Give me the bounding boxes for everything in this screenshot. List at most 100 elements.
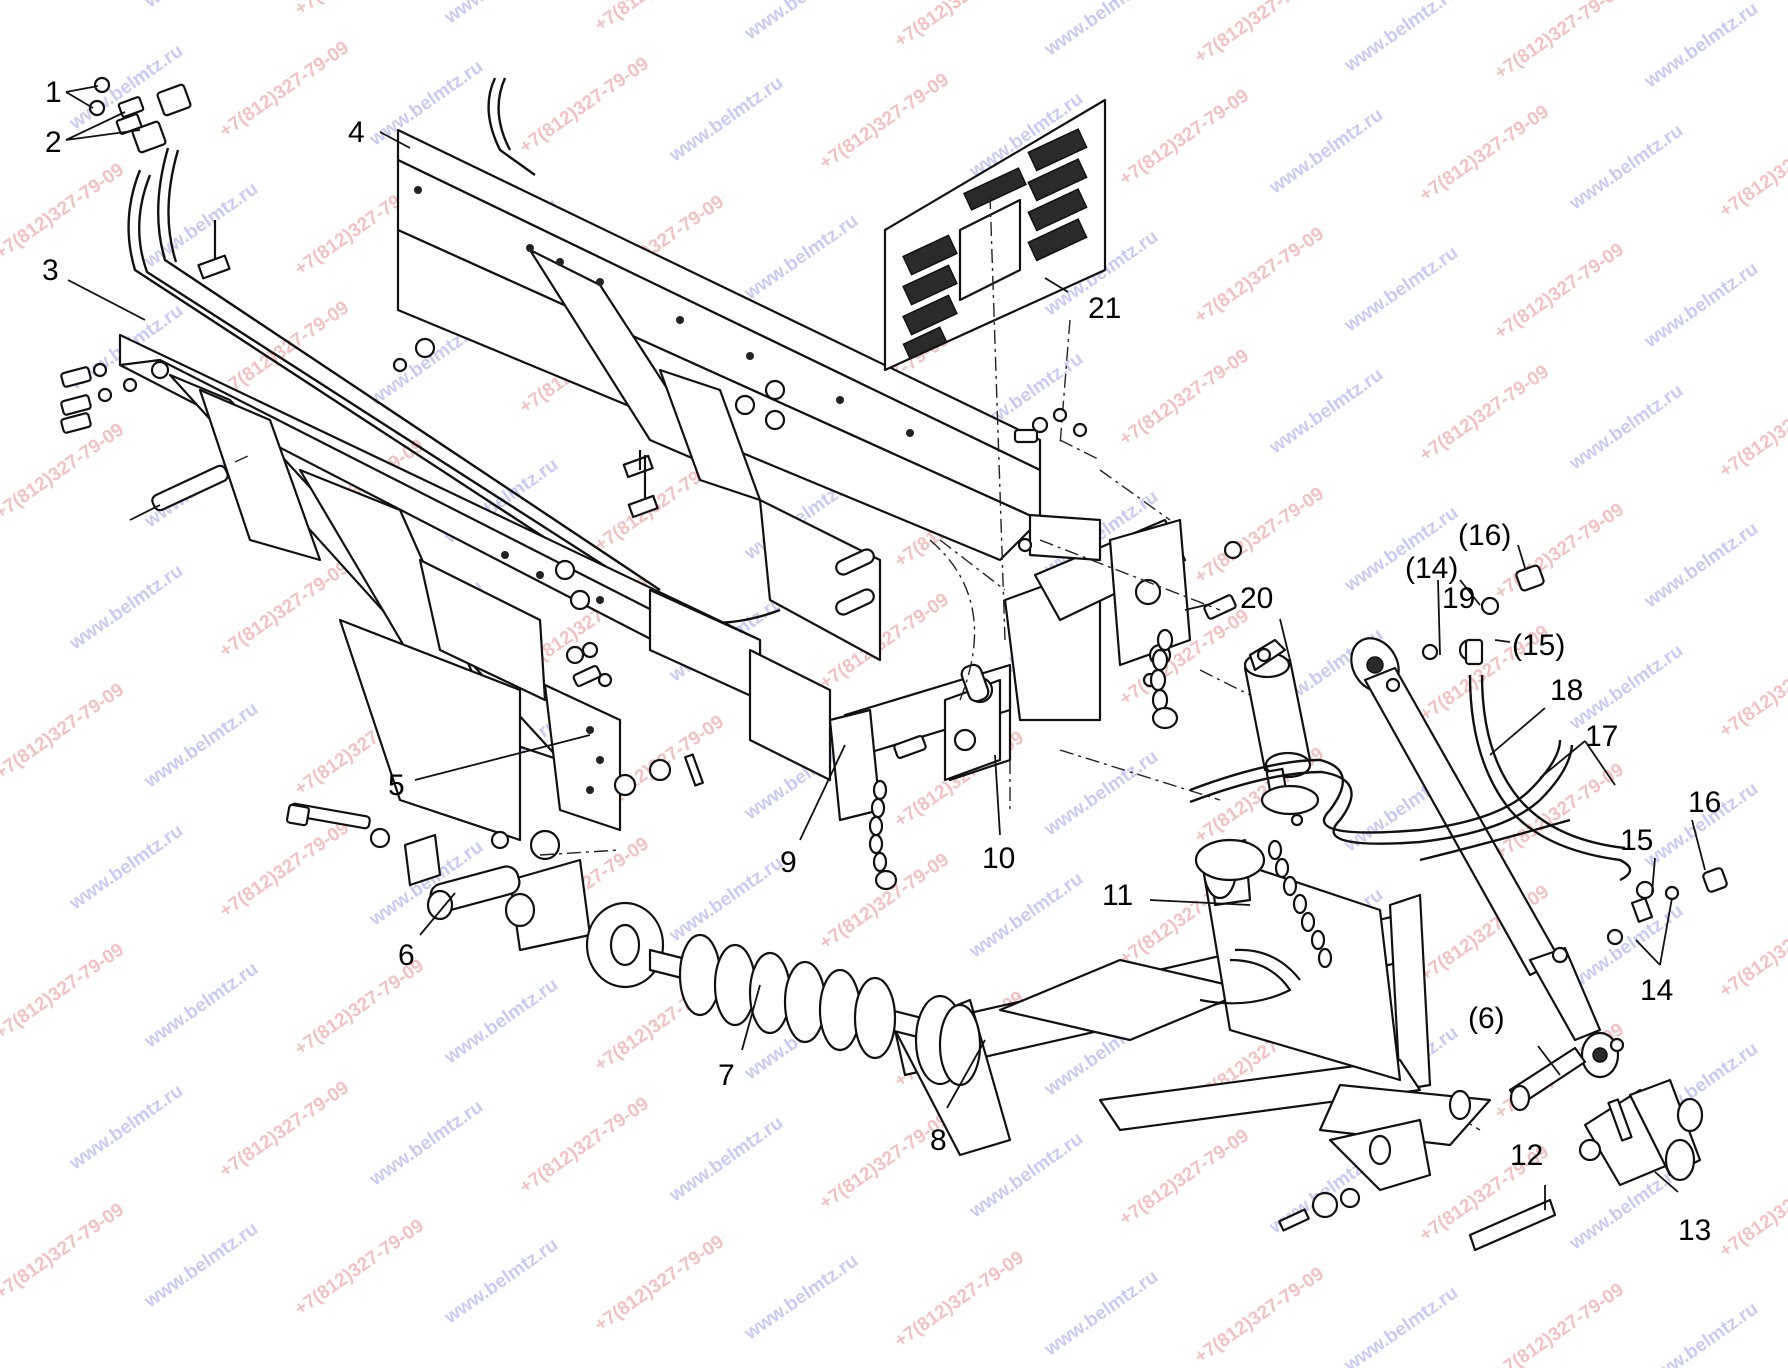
callout-15-ref: (15) — [1512, 629, 1565, 662]
watermark-phone: +7(812)327-79-09 — [1116, 1125, 1253, 1230]
safety-chain-upper — [1149, 628, 1179, 730]
watermark-phone: +7(812)327-79-09 — [216, 297, 353, 402]
watermark-site: www.belmtz.ru — [365, 56, 487, 150]
hoses-part-17 — [1189, 674, 1632, 882]
watermark-phone: +7(812)327-79-09 — [1491, 239, 1628, 344]
watermark-site: www.belmtz.ru — [440, 0, 562, 29]
watermark-site: www.belmtz.ru — [1640, 0, 1762, 93]
watermark-phone: +7(812)327-79-09 — [1116, 345, 1253, 450]
fitting-nuts-1-2 — [88, 76, 192, 154]
watermark-phone: +7(812)327-79-09 — [516, 1093, 653, 1198]
callout-17: 17 — [1585, 720, 1618, 753]
callout-5: 5 — [388, 769, 405, 802]
hitch-bracket-assembly — [828, 513, 1237, 822]
watermark-phone: +7(812)327-79-09 — [891, 0, 1028, 52]
watermark-site: www.belmtz.ru — [1640, 518, 1762, 612]
callout-1: 1 — [45, 76, 62, 109]
watermark-site: www.belmtz.ru — [140, 0, 262, 13]
hydraulic-cylinder-part-19 — [1243, 638, 1320, 827]
frame-part-4 — [396, 128, 1042, 562]
watermark-site: www.belmtz.ru — [665, 1112, 787, 1206]
watermark-phone: +7(812)327-79-09 — [0, 1199, 128, 1304]
watermark-site: www.belmtz.ru — [665, 852, 787, 946]
lower-hardware — [565, 645, 1361, 1232]
callout-10: 10 — [982, 842, 1015, 875]
watermark-site: www.belmtz.ru — [1565, 380, 1687, 474]
watermark-phone: +7(812)327-79-09 — [1191, 483, 1328, 588]
watermark-phone: +7(812)327-79-09 — [216, 557, 353, 662]
watermark-site: www.belmtz.ru — [65, 820, 187, 914]
hitch-hardware — [1013, 407, 1243, 560]
watermark-phone: +7(812)327-79-09 — [1716, 377, 1788, 482]
watermark-site: www.belmtz.ru — [1640, 258, 1762, 352]
watermark-phone: +7(812)327-79-09 — [291, 0, 428, 20]
callout-7: 7 — [718, 1059, 735, 1092]
callout-21: 21 — [1088, 292, 1121, 325]
watermark-site: www.belmtz.ru — [1565, 120, 1687, 214]
watermark-phone: +7(812)327-79-09 — [216, 1077, 353, 1182]
callout-11: 11 — [1102, 879, 1133, 912]
guard-plate-part-21 — [883, 98, 1107, 372]
watermark-phone: +7(812)327-79-09 — [1491, 0, 1628, 84]
watermark-phone: +7(812)327-79-09 — [0, 419, 128, 524]
frame-part-3 — [118, 333, 882, 861]
watermark-site: www.belmtz.ru — [1340, 242, 1462, 336]
callout-14-ref: (14) — [1405, 552, 1458, 585]
bolts-left — [60, 337, 436, 521]
watermark-phone: +7(812)327-79-09 — [1716, 1157, 1788, 1262]
watermark-site: www.belmtz.ru — [65, 1080, 187, 1174]
chain-part-11 — [1199, 839, 1333, 1005]
watermark-site: www.belmtz.ru — [1640, 1298, 1762, 1368]
assembly-lines — [539, 194, 1481, 1161]
watermark-phone: +7(812)327-79-09 — [1491, 1279, 1628, 1368]
watermark-phone: +7(812)327-79-09 — [216, 817, 353, 922]
callout-16-ref: (16) — [1458, 519, 1511, 552]
callout-13: 13 — [1678, 1214, 1711, 1247]
callout-3: 3 — [42, 254, 59, 287]
callouts: 1 2 3 4 5 6 (6) 7 8 9 10 11 12 13 14 (14… — [42, 76, 1721, 1247]
drawbar-frame-part-8 — [893, 838, 1492, 1192]
watermark-phone: +7(812)327-79-09 — [1491, 499, 1628, 604]
watermark-site: www.belmtz.ru — [140, 698, 262, 792]
callout-2: 2 — [45, 126, 62, 159]
watermark-phone: +7(812)327-79-09 — [1191, 0, 1328, 68]
watermark-site: www.belmtz.ru — [965, 868, 1087, 962]
watermark-phone: +7(812)327-79-09 — [1716, 637, 1788, 742]
watermark-phone: +7(812)327-79-09 — [0, 679, 128, 784]
callout-4: 4 — [348, 116, 365, 149]
callout-8: 8 — [930, 1124, 947, 1157]
watermark-phone: +7(812)327-79-09 — [1716, 117, 1788, 222]
bracket-part-5 — [543, 683, 622, 832]
watermark-phone: +7(812)327-79-09 — [1191, 223, 1328, 328]
watermark-site: www.belmtz.ru — [140, 958, 262, 1052]
watermark-phone: +7(812)327-79-09 — [891, 1247, 1028, 1352]
watermark-site: www.belmtz.ru — [65, 560, 187, 654]
watermark-site: www.belmtz.ru — [1040, 746, 1162, 840]
watermark-phone: +7(812)327-79-09 — [0, 939, 128, 1044]
watermark-phone: +7(812)327-79-09 — [516, 53, 653, 158]
watermark-phone: +7(812)327-79-09 — [216, 37, 353, 142]
pin-part-6-left — [285, 802, 521, 921]
safety-chain-lower — [868, 779, 898, 891]
pin-and-bracket-13 — [1468, 1046, 1704, 1252]
callout-6: 6 — [398, 939, 415, 972]
callout-19: 19 — [1442, 582, 1475, 615]
watermark-phone: +7(812)327-79-09 — [0, 0, 128, 4]
watermark-phone: +7(812)327-79-09 — [1116, 85, 1253, 190]
callout-6-ref: (6) — [1468, 1002, 1505, 1035]
pivot-pins — [554, 548, 875, 688]
watermark-phone: +7(812)327-79-09 — [1716, 897, 1788, 1002]
hose-clamps — [197, 220, 659, 519]
watermark-site: www.belmtz.ru — [140, 1218, 262, 1312]
watermark-site: www.belmtz.ru — [440, 1234, 562, 1328]
watermark-phone: +7(812)327-79-09 — [0, 159, 128, 264]
watermark-site: www.belmtz.ru — [1340, 1282, 1462, 1368]
watermark-site: www.belmtz.ru — [440, 974, 562, 1068]
watermark-phone: +7(812)327-79-09 — [1416, 361, 1553, 466]
watermark-phone: +7(812)327-79-09 — [591, 0, 728, 36]
callout-15: 15 — [1620, 824, 1653, 857]
watermark-phone: +7(812)327-79-09 — [816, 69, 953, 174]
watermark-phone: +7(812)327-79-09 — [291, 1215, 428, 1320]
watermark-site: www.belmtz.ru — [365, 1096, 487, 1190]
